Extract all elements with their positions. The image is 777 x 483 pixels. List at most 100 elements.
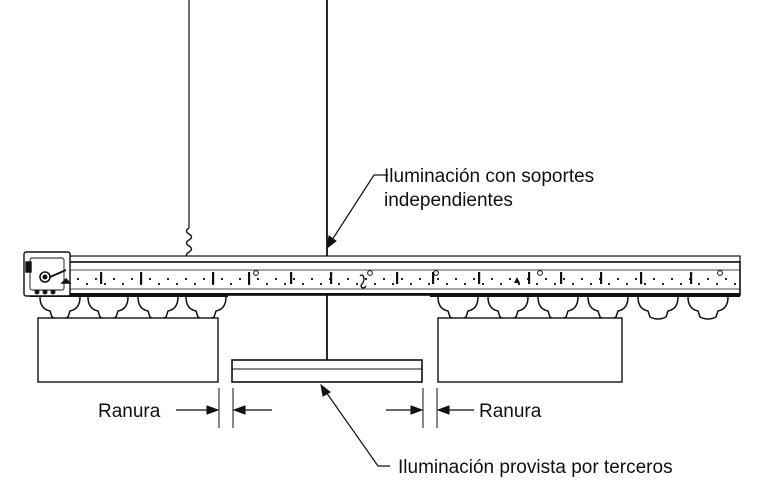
perforation-dot — [418, 277, 422, 281]
perforation-dot — [706, 277, 710, 281]
ceiling-rail — [23, 251, 741, 297]
perforation-dot — [283, 282, 287, 286]
perforation-dot — [94, 277, 98, 281]
tile-clip — [537, 296, 579, 320]
rail-slot-mark — [140, 272, 143, 284]
rail-perforations — [76, 270, 737, 286]
rail-end-cap-icon — [23, 251, 72, 297]
perforation-dot — [580, 277, 584, 281]
perforation-dot — [121, 282, 125, 286]
rail-slot-mark — [290, 272, 293, 284]
third-party-light-fixture — [231, 359, 423, 383]
perforation-dot — [220, 277, 224, 281]
rail-slot-mark — [330, 272, 333, 284]
perforation-dot — [553, 282, 557, 286]
perforation-dot — [616, 277, 620, 281]
tile-clip — [637, 296, 679, 320]
perforation-dot — [274, 277, 278, 281]
perforation-dot — [589, 282, 593, 286]
tile-clip — [87, 296, 129, 320]
perforation-dot — [265, 282, 269, 286]
rail-slot-mark — [690, 272, 693, 284]
perforation-dot — [400, 277, 404, 281]
perforation-dot — [490, 277, 494, 281]
perforation-dot — [355, 282, 359, 286]
perforation-dot — [319, 282, 323, 286]
rail-slot-mark — [100, 272, 103, 284]
perforation-dot — [148, 277, 152, 281]
tile-clip — [137, 296, 179, 320]
perforation-dot — [166, 277, 170, 281]
perforation-dot — [724, 277, 728, 281]
perforation-dot — [436, 277, 440, 281]
perforation-dot — [337, 282, 341, 286]
perforation-dot — [409, 282, 413, 286]
rail-slot-mark — [600, 272, 603, 284]
perforation-dot — [562, 277, 566, 281]
perforation-dot — [472, 277, 476, 281]
perforation-dot — [391, 282, 395, 286]
ceiling-panels — [37, 317, 623, 383]
perforation-dot — [157, 282, 161, 286]
tile-clip — [437, 296, 479, 320]
fixture-leader-line — [320, 383, 390, 467]
tile-clip — [587, 296, 629, 320]
rail-slot-mark — [560, 272, 563, 284]
perforation-dot — [481, 282, 485, 286]
perforation-dot — [382, 277, 386, 281]
rail-slot-mark — [212, 272, 215, 284]
perforation-dot — [103, 282, 107, 286]
perforation-dot — [427, 282, 431, 286]
rail-slot-mark — [248, 272, 251, 284]
perforation-dot — [346, 277, 350, 281]
perforation-dot — [454, 277, 458, 281]
perforation-dot — [130, 277, 134, 281]
perforation-dot — [445, 282, 449, 286]
perforation-dot — [463, 282, 467, 286]
tile-clip — [39, 296, 81, 320]
support-label-line2: independientes — [384, 190, 513, 211]
perforation-dot — [310, 277, 314, 281]
rail-hole — [253, 270, 259, 276]
perforation-dot — [175, 282, 179, 286]
perforation-dot — [544, 277, 548, 281]
rail-hole — [367, 270, 373, 276]
perforation-dot — [679, 282, 683, 286]
slot-label-left: Ranura — [98, 401, 161, 422]
perforation-dot — [607, 282, 611, 286]
hanger-wire — [184, 0, 194, 277]
perforation-dot — [256, 277, 260, 281]
rail-hole — [537, 270, 543, 276]
perforation-dot — [499, 282, 503, 286]
perforation-dot — [292, 277, 296, 281]
perforation-dot — [229, 282, 233, 286]
perforation-dot — [697, 282, 701, 286]
perforation-dot — [571, 282, 575, 286]
perforation-dot — [652, 277, 656, 281]
perforation-dot — [625, 282, 629, 286]
support-label-line1: Iluminación con soportes — [384, 166, 594, 187]
third-party-light-label: Iluminación provista por terceros — [398, 457, 673, 478]
tile-clip — [185, 296, 227, 320]
perforation-dot — [364, 277, 368, 281]
perforation-dot — [184, 277, 188, 281]
rail-hole — [717, 270, 723, 276]
perforation-dot — [670, 277, 674, 281]
perforation-dot — [661, 282, 665, 286]
perforation-dot — [643, 282, 647, 286]
perforation-dot — [76, 277, 80, 281]
rail-slot-mark — [478, 272, 481, 284]
perforation-dot — [202, 277, 206, 281]
support-leader-line — [326, 174, 388, 250]
perforation-dot — [373, 282, 377, 286]
rail-slot-mark — [432, 272, 435, 284]
rail-hole — [433, 270, 439, 276]
ceiling-panel-left — [37, 317, 219, 383]
perforation-dot — [517, 282, 521, 286]
perforation-dot — [301, 282, 305, 286]
slot-dimension-left — [176, 388, 272, 428]
rail-slot-mark — [528, 272, 531, 284]
perforation-dot — [634, 277, 638, 281]
slot-label-right: Ranura — [479, 401, 542, 422]
